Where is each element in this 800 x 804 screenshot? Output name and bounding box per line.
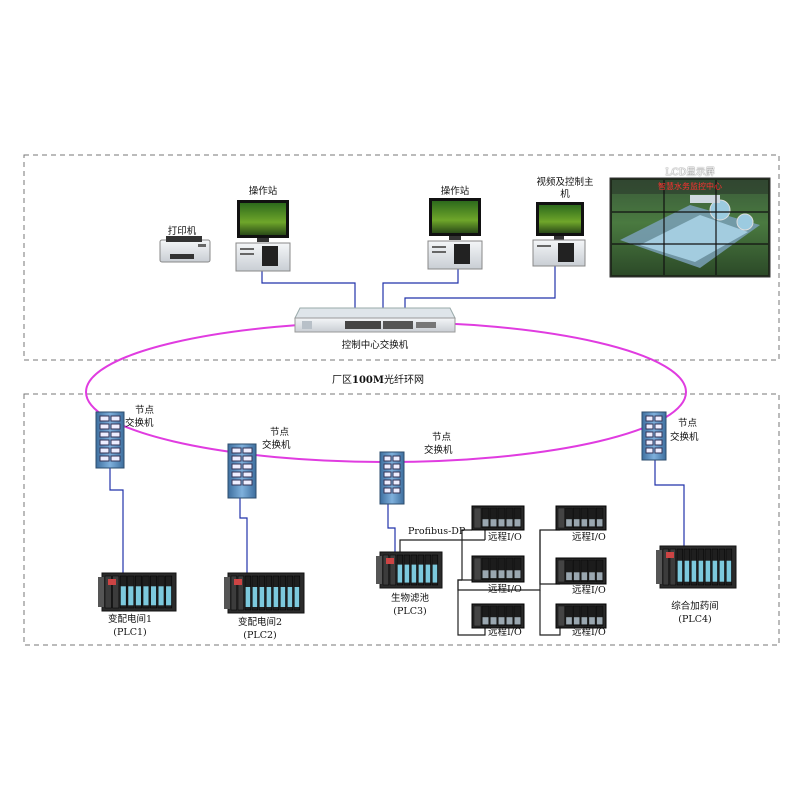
node-2-label-line1: 节点: [270, 427, 290, 438]
remote-io-label-5: 远程I/O: [572, 585, 606, 596]
remote-io-label-4: 远程I/O: [572, 532, 606, 543]
node-switch-4-icon: [641, 411, 667, 461]
ring-label-bold: 100M: [352, 375, 384, 386]
link-ws1: [261, 270, 356, 320]
plc3-rack-icon: [376, 551, 443, 589]
profibus-links: [399, 529, 561, 636]
remote-io-label-6: 远程I/O: [572, 627, 606, 638]
plc4-code: (PLC4): [678, 614, 712, 625]
lcd-wall: [609, 177, 771, 278]
ring-label-suffix: 光纤环网: [383, 375, 424, 386]
video-host-icon: [532, 202, 586, 267]
plc1-code: (PLC1): [113, 627, 147, 638]
ring-label-prefix: 厂区: [332, 375, 352, 386]
profibus-label: Profibus-DP: [408, 526, 466, 537]
remote-io-4-icon: [555, 505, 607, 531]
center-switch-label: 控制中心交换机: [341, 340, 409, 351]
plc1-rack-icon: [98, 572, 177, 612]
plc2-name: 变配电间2: [237, 617, 283, 628]
plc2-code: (PLC2): [243, 630, 277, 641]
node-switch-3-icon: [379, 451, 405, 505]
link-node1-plc1: [109, 468, 124, 575]
plc3-name: 生物滤池: [390, 593, 429, 604]
node-1-label-line2: 交换机: [125, 418, 154, 429]
plc2-rack-icon: [224, 572, 305, 614]
lcd-banner: 智慧水务监控中心: [658, 182, 722, 191]
workstation-1-label: 操作站: [248, 186, 278, 197]
plc1-name: 变配电间1: [107, 614, 153, 625]
printer-label: 打印机: [167, 226, 197, 237]
remote-io-6-icon: [555, 603, 607, 629]
workstation-2-icon: [427, 198, 483, 270]
remote-io-3-icon: [471, 603, 525, 629]
link-node3-plc3: [387, 503, 396, 555]
node-3-label-line2: 交换机: [424, 445, 453, 456]
node-3-label-line1: 节点: [432, 432, 452, 443]
workstation-1-icon: [235, 200, 291, 272]
remote-io-label-3: 远程I/O: [488, 627, 522, 638]
remote-io-label-1: 远程I/O: [488, 532, 522, 543]
remote-io-5-icon: [555, 557, 607, 585]
generated-devices: [95, 411, 737, 629]
plc3-code: (PLC3): [393, 606, 427, 617]
video-host-label-line2: 机: [560, 189, 570, 200]
remote-io-label-2: 远程I/O: [488, 584, 522, 595]
node-switch-2-icon: [227, 443, 257, 499]
link-ws2: [382, 268, 459, 320]
video-host-label-line1: 视频及控制主: [536, 177, 594, 188]
link-node2-plc2: [239, 498, 248, 575]
node-2-label-line2: 交换机: [262, 440, 291, 451]
workstation-2-label: 操作站: [440, 186, 470, 197]
printer-icon: [159, 236, 211, 263]
node-1-label-line1: 节点: [135, 405, 155, 416]
center-switch-icon: [294, 307, 456, 333]
plc4-name: 综合加药间: [671, 601, 719, 612]
control-room-region: [23, 154, 780, 361]
lcd-label: LCD显示屏: [665, 167, 715, 178]
node-switch-1-icon: [95, 411, 125, 469]
node-4-label-line2: 交换机: [670, 432, 699, 443]
ring-label: 厂区100M光纤环网: [332, 375, 424, 386]
link-node4-plc4: [654, 460, 685, 548]
plc4-rack-icon: [656, 545, 737, 589]
node-4-label-line1: 节点: [678, 418, 698, 429]
remote-io-1-icon: [471, 505, 525, 531]
remote-io-2-icon: [471, 555, 525, 583]
